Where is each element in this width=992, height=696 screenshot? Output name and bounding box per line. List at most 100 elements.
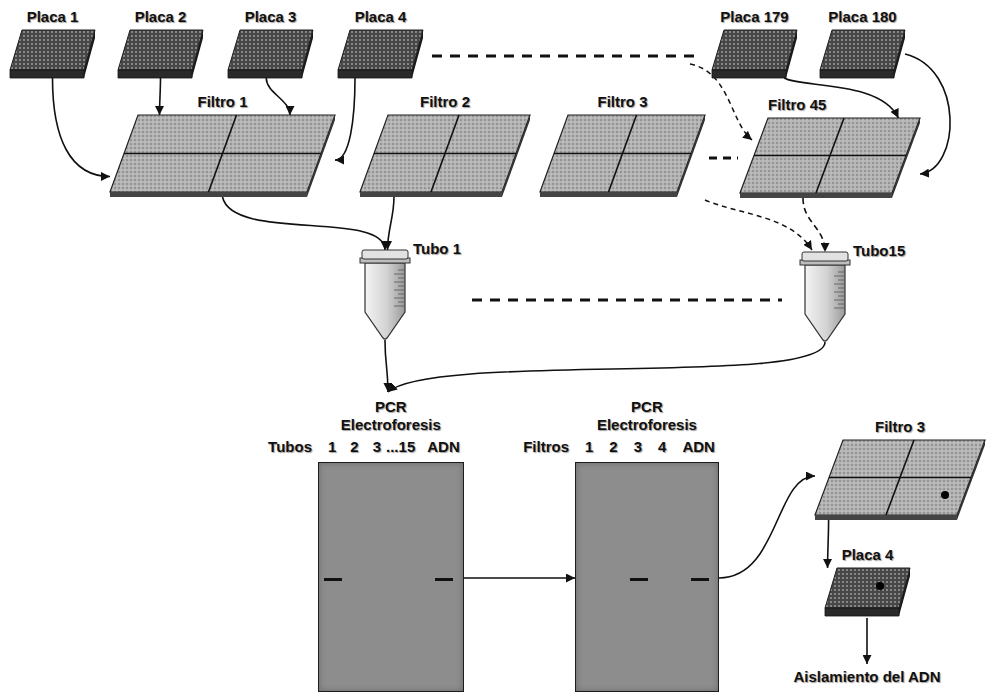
filter-side [677, 115, 705, 197]
node-label: Placa 2 [135, 8, 187, 26]
lane-label: 3 [373, 438, 381, 456]
filter-drawing [740, 118, 920, 198]
lane-label: 4 [658, 438, 666, 456]
plate-node: Placa 180 [820, 30, 905, 78]
flow-arrow [388, 197, 395, 250]
flow-arrow [335, 78, 355, 160]
tube-graduation [394, 290, 404, 291]
plate-front [118, 70, 192, 78]
filter-drawing [110, 115, 335, 197]
plate-side [192, 30, 203, 78]
tube-graduation [398, 278, 404, 279]
plate-top [10, 30, 95, 70]
plate-front [825, 608, 899, 616]
plate-drawing [712, 30, 797, 78]
filter-grid [431, 115, 459, 192]
tube-graduation [394, 282, 404, 283]
flow-arrow [803, 198, 825, 252]
plate-drawing [820, 30, 905, 78]
tube-body [365, 263, 405, 339]
lane-label: 2 [350, 438, 358, 456]
tube-graduation [398, 302, 404, 303]
filter-front [815, 515, 957, 520]
filter-top [815, 440, 985, 515]
tube-label: Tubo15 [853, 242, 905, 260]
plate-node: Placa 4 [825, 568, 910, 616]
lane-label: 3 [634, 438, 642, 456]
flow-arrow [905, 54, 950, 174]
node-label: Placa 1 [27, 8, 79, 26]
tube-graduation [834, 308, 844, 309]
gel-heading: PCR Electroforesis [341, 398, 441, 434]
tube-node: Tubo15 [800, 252, 850, 342]
gel-band [630, 578, 648, 581]
plate-top [118, 30, 203, 70]
plate-front [338, 70, 412, 78]
filter-label: Filtro 3 [597, 93, 647, 111]
filter-front [360, 192, 502, 197]
filter-drawing [540, 115, 705, 197]
flow-arrow [223, 197, 386, 250]
lane-row: Tubos123...15ADN [318, 438, 460, 456]
plate-node: Placa 1 [10, 30, 95, 78]
filter-node: Filtro 3 [540, 115, 705, 197]
plate-front [10, 70, 84, 78]
tube-graduation [838, 288, 844, 289]
plate-node: Placa 2 [118, 30, 203, 78]
filter-node: Filtro 3 [815, 440, 985, 520]
plate-drawing [118, 30, 203, 78]
lane-axis-label: Tubos [268, 438, 312, 456]
lane-label: 2 [609, 438, 617, 456]
tube-graduation [838, 304, 844, 305]
plate-top [820, 30, 905, 70]
filter-label: Filtro 45 [768, 96, 826, 114]
lane-axis-label: Filtros [523, 438, 569, 456]
tube-graduation [834, 284, 844, 285]
plate-side [412, 30, 423, 78]
node-label: Placa 180 [828, 8, 896, 26]
ellipsis-dashes [472, 299, 782, 302]
filter-side [502, 115, 530, 197]
plate-drawing [338, 30, 423, 78]
plate-drawing [825, 568, 910, 616]
plate-front [712, 70, 786, 78]
tube-node: Tubo 1 [360, 250, 410, 340]
ellipsis-dashes [709, 157, 738, 160]
node-label: Placa 179 [720, 8, 788, 26]
filter-grid [816, 118, 844, 193]
tube-graduation [838, 296, 844, 297]
node-label: Filtro 3 [597, 93, 647, 111]
flow-arrow [719, 476, 815, 578]
marked-dot [876, 582, 884, 590]
tube-drawing [360, 250, 410, 340]
tube-graduation [394, 306, 404, 307]
dashed-flow [705, 200, 812, 250]
plate-top [825, 568, 910, 608]
filter-front [110, 192, 307, 197]
lane-label: ADN [427, 438, 460, 456]
tube-graduation [838, 280, 844, 281]
flow-arrow [53, 78, 111, 177]
node-label: Placa 4 [355, 8, 407, 26]
plate-side [302, 30, 313, 78]
tube-graduation [394, 274, 404, 275]
flow-arrow [388, 342, 825, 392]
gel-box [318, 462, 464, 692]
gel-band [324, 578, 342, 581]
node-label: Filtro 1 [197, 93, 247, 111]
lane-label: 1 [585, 438, 593, 456]
plate-side [899, 568, 910, 616]
plate-label: Placa 4 [842, 546, 894, 564]
plate-node: Placa 179 [712, 30, 797, 78]
plate-drawing [228, 30, 313, 78]
gel-band [691, 578, 709, 581]
filter-front [740, 193, 892, 198]
plate-front [228, 70, 302, 78]
gel-band [435, 578, 453, 581]
node-label: Placa 3 [245, 8, 297, 26]
plate-node: Placa 4 [338, 30, 423, 78]
tube-graduation [838, 272, 844, 273]
tube-label: Tubo 1 [413, 240, 461, 258]
gel-panel: PCR ElectroforesisTubos123...15ADN [318, 392, 464, 692]
tube-graduation [834, 292, 844, 293]
